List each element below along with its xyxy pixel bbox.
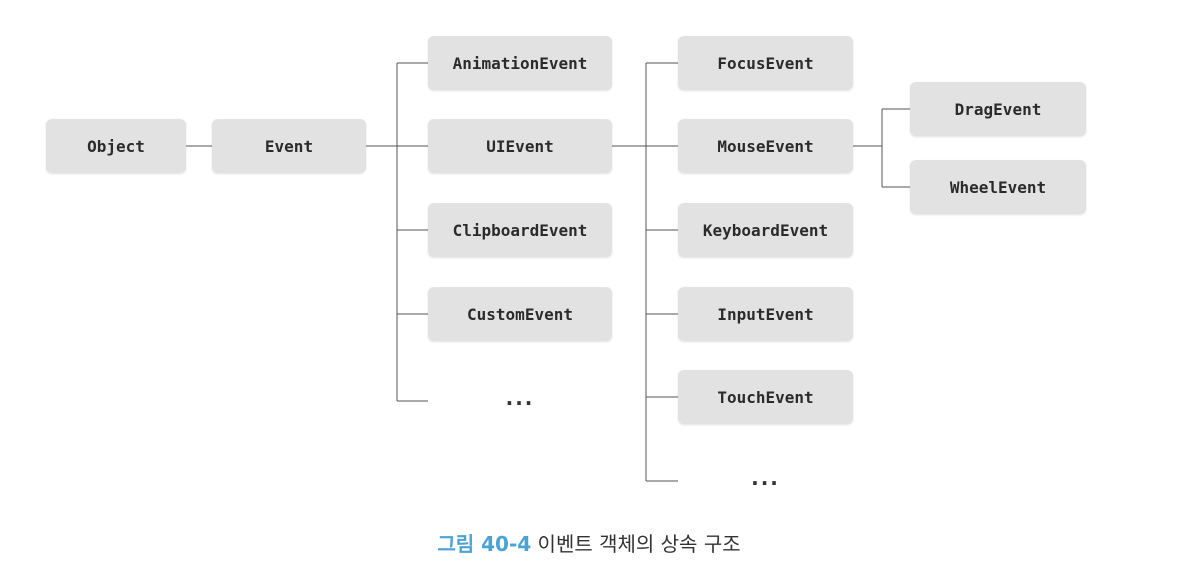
node-event: Event (212, 119, 366, 173)
node-custom-event: CustomEvent (428, 287, 612, 341)
ellipsis-level2: ... (505, 386, 535, 410)
node-clipboard-event: ClipboardEvent (428, 203, 612, 257)
node-keyboard-event: KeyboardEvent (678, 203, 853, 257)
node-drag-event: DragEvent (910, 82, 1086, 136)
node-touch-event: TouchEvent (678, 370, 853, 424)
node-input-event: InputEvent (678, 287, 853, 341)
node-wheel-event: WheelEvent (910, 160, 1086, 214)
node-ui-event: UIEvent (428, 119, 612, 173)
node-object: Object (46, 119, 186, 173)
figure-caption-text: 이벤트 객체의 상속 구조 (537, 532, 741, 556)
node-animation-event: AnimationEvent (428, 36, 612, 90)
node-focus-event: FocusEvent (678, 36, 853, 90)
figure-caption: 그림 40-4 이벤트 객체의 상속 구조 (0, 528, 1178, 557)
node-mouse-event: MouseEvent (678, 119, 853, 173)
ellipsis-level3: ... (751, 466, 780, 490)
figure-label: 그림 40-4 (437, 532, 532, 556)
